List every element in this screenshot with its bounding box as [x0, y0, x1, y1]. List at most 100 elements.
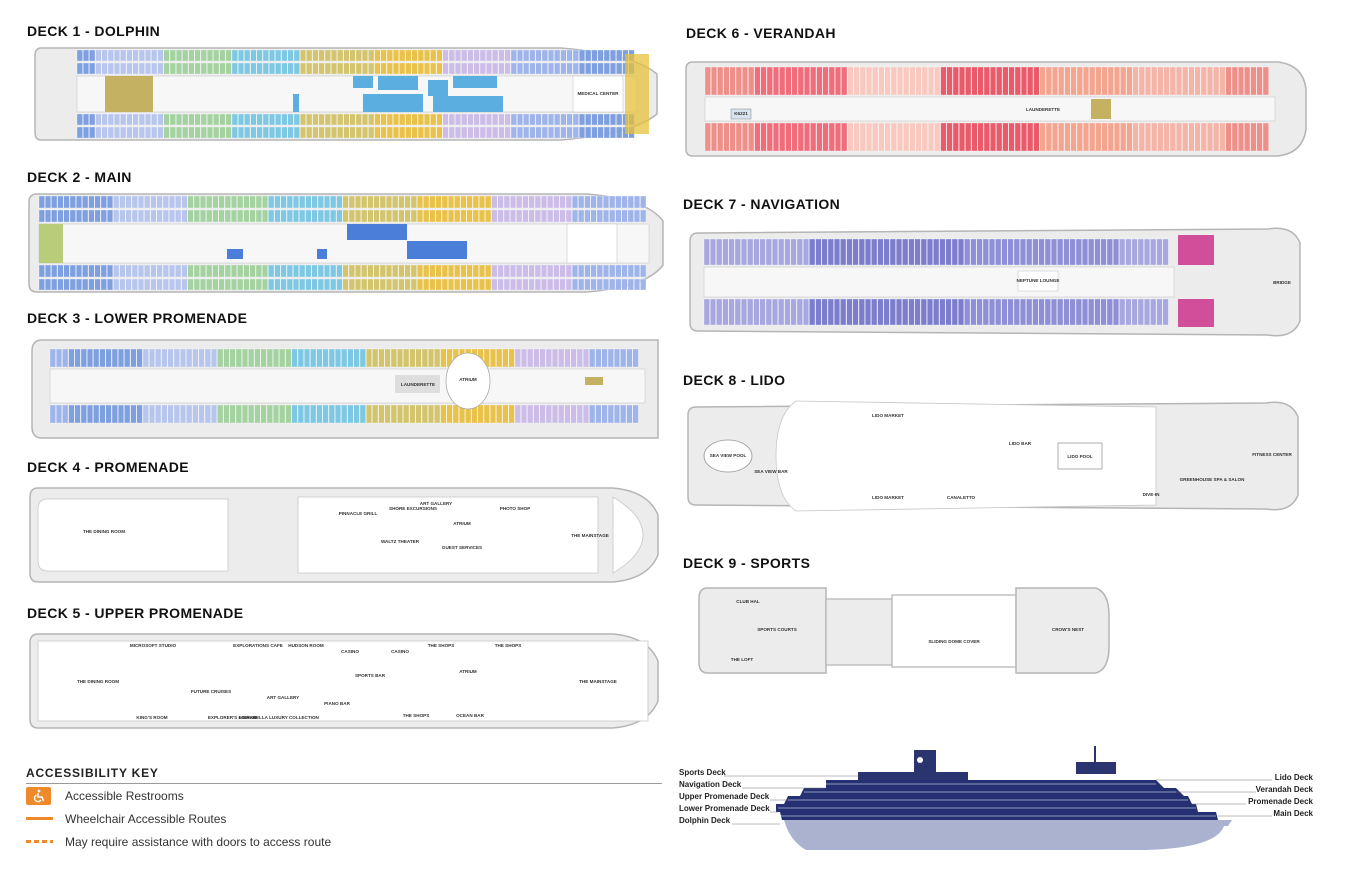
deck-3-plan: LAUNDERETTE ATRIUM [30, 337, 662, 441]
greenhouse-spa-label: GREENHOUSE SPA & SALON [1180, 477, 1246, 482]
cabin-cell [1107, 122, 1114, 152]
cabin-cell [169, 49, 176, 62]
cabin-cell [362, 49, 368, 62]
cabin-k6221-label: K6221 [734, 111, 748, 116]
cabin-cell [342, 195, 349, 209]
cabin-cell [397, 404, 403, 424]
cabin-cell [424, 62, 430, 75]
cabin-cell [534, 209, 541, 223]
cabin-cell [384, 404, 391, 424]
cabin-cell [101, 49, 108, 62]
cabin-cell [188, 49, 195, 62]
cabin-cell [858, 298, 865, 326]
cabin-cell [404, 195, 411, 209]
cabin-cell [347, 404, 354, 424]
cabin-cell [547, 278, 554, 291]
cabin-cell [1145, 122, 1151, 152]
cabin-cell [76, 264, 82, 278]
profile-label-lower-promenade-deck: Lower Promenade Deck [679, 804, 770, 813]
cabin-cell [609, 195, 616, 209]
cabin-cell [765, 298, 772, 326]
cabin-cell [186, 404, 193, 424]
cabin-cell [1045, 122, 1052, 152]
cabin-cell [522, 195, 529, 209]
cabin-cell [996, 122, 1003, 152]
cabin-cell [804, 122, 810, 152]
cabin-cell [1095, 122, 1102, 152]
cabin-cell [442, 62, 449, 75]
cabin-cell [281, 113, 288, 126]
cabin-cell [908, 298, 915, 326]
cabin-cell [976, 238, 983, 266]
cabin-cell [163, 126, 170, 139]
photo-shop-label: PHOTO SHOP [500, 506, 531, 511]
cabin-cell [927, 298, 933, 326]
cabin-cell [392, 278, 399, 291]
cabin-cell [125, 195, 132, 209]
cabin-cell [348, 209, 355, 223]
cabin-cell [516, 195, 523, 209]
profile-label-main-deck: Main Deck [1273, 809, 1313, 818]
cabin-cell [1027, 66, 1034, 96]
cabin-cell [884, 66, 891, 96]
cabin-cell [711, 122, 717, 152]
cabin-cell [268, 278, 275, 291]
cabin-cell [131, 195, 138, 209]
cabin-cell [262, 195, 268, 209]
cabin-cell [194, 49, 201, 62]
cabin-cell [367, 195, 374, 209]
profile-label-verandah-deck: Verandah Deck [1256, 785, 1314, 794]
cabin-cell [243, 264, 250, 278]
deck-3-cabins-top [49, 348, 639, 368]
cabin-cell [982, 298, 989, 326]
cabin-cell [741, 298, 747, 326]
cabin-cell [970, 238, 977, 266]
cabin-cell [398, 209, 405, 223]
cabin-cell [362, 62, 368, 75]
cabin-cell [479, 209, 485, 223]
cabin-cell [766, 122, 773, 152]
cabin-cell [300, 49, 306, 62]
cabin-cell [324, 278, 330, 291]
cabin-cell [1256, 122, 1263, 152]
cabin-cell [735, 66, 742, 96]
cabin-cell [225, 113, 232, 126]
cabin-cell [1151, 66, 1158, 96]
cabin-cell [397, 348, 403, 368]
cabin-cell [337, 49, 344, 62]
cabin-cell [710, 238, 716, 266]
cabin-cell [318, 62, 325, 75]
cabin-cell [603, 62, 610, 75]
cabin-cell [479, 113, 486, 126]
cabin-cell [497, 278, 504, 291]
cabin-cell [213, 49, 220, 62]
cabin-cell [603, 49, 610, 62]
cabin-cell [286, 209, 293, 223]
cabin-cell [175, 195, 182, 209]
cabin-cell [392, 209, 399, 223]
cabin-cell [279, 404, 286, 424]
cabin-cell [219, 62, 226, 75]
cabin-cell [1262, 66, 1269, 96]
cabin-cell [503, 264, 510, 278]
cabin-cell [285, 348, 292, 368]
cabin-cell [933, 298, 940, 326]
cabin-cell [541, 126, 548, 139]
cabin-cell [466, 209, 473, 223]
cabin-cell [187, 264, 194, 278]
cabin-cell [99, 348, 106, 368]
cabin-cell [89, 126, 96, 139]
cabin-cell [603, 195, 609, 209]
cabin-cell [136, 404, 143, 424]
cabin-cell [38, 278, 45, 291]
cabin-cell [1200, 66, 1207, 96]
cabin-cell [206, 278, 213, 291]
kings-room-label: KING'S ROOM [136, 715, 167, 720]
cabin-cell [38, 209, 45, 223]
cabin-cell [149, 404, 155, 424]
cabin-cell [305, 195, 312, 209]
cabin-cell [238, 126, 244, 139]
cabin-cell [311, 278, 318, 291]
cabin-cell [268, 209, 275, 223]
wheelchair-icon [26, 786, 51, 805]
